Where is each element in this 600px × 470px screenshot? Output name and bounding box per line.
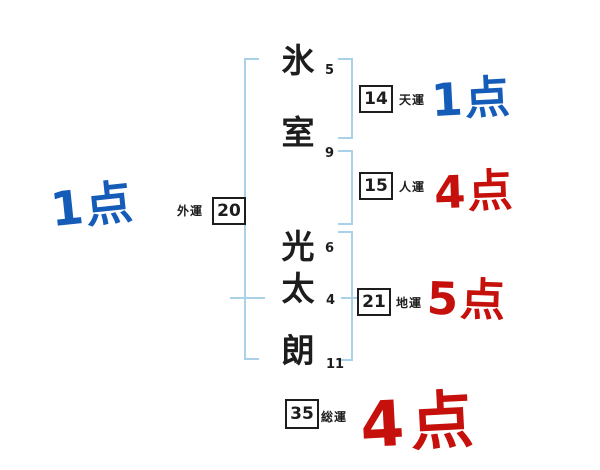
heaven-luck-score: 1点: [429, 69, 513, 128]
stroke-count-1: 5: [325, 63, 335, 78]
outer-luck-value-box: 20: [212, 197, 246, 225]
person-luck-value-box: 15: [359, 172, 393, 200]
outer-luck-score: 1点: [47, 174, 137, 239]
earth-luck-label: 地運: [396, 296, 423, 310]
total-luck-label: 総運: [321, 410, 348, 424]
name-char-2: 室: [281, 113, 315, 152]
earth-luck-bracket: [338, 231, 353, 361]
heaven-luck-bracket: [338, 58, 353, 139]
earth-luck-score: 5点: [425, 271, 509, 328]
heaven-luck-value-box: 14: [359, 85, 393, 113]
stroke-count-4: 4: [326, 293, 336, 308]
earth-luck-value-box: 21: [357, 288, 391, 316]
outer-luck-bracket-tick: [230, 297, 265, 299]
total-luck-value-box: 35: [285, 399, 319, 429]
name-char-5: 朗: [281, 331, 315, 370]
stroke-count-5: 11: [326, 357, 345, 372]
total-luck-score: 4点: [358, 382, 481, 463]
stroke-count-3: 6: [325, 241, 335, 256]
stroke-count-2: 9: [325, 146, 335, 161]
name-char-3: 光: [281, 227, 315, 266]
earth-luck-bracket-tick: [341, 297, 357, 299]
heaven-luck-label: 天運: [399, 93, 426, 107]
person-luck-score: 4点: [433, 163, 516, 220]
outer-luck-label: 外運: [177, 204, 204, 218]
person-luck-label: 人運: [399, 180, 426, 194]
outer-luck-bracket: [244, 58, 259, 360]
name-char-1: 氷: [281, 41, 315, 80]
name-char-4: 太: [281, 269, 315, 308]
person-luck-bracket: [338, 150, 353, 225]
